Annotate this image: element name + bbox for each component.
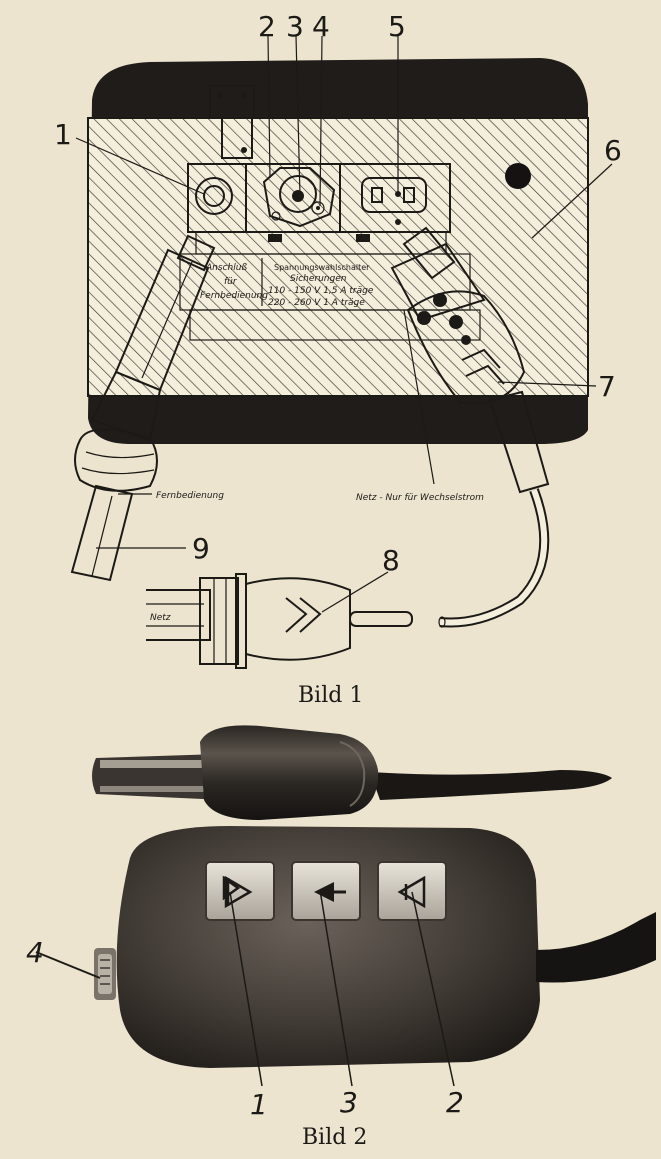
voltage-label-title: Spannungswahlschalter [274, 263, 370, 272]
key-2-button [377, 861, 447, 921]
caption-bild-1: Bild 1 [298, 683, 363, 708]
callout-9: 9 [192, 532, 210, 565]
box-cable [536, 912, 656, 983]
device-body [87, 58, 589, 444]
fernbedienung-label: Fernbedienung [156, 491, 224, 501]
mains-cable-plug [390, 226, 550, 628]
remote-plug-photo [92, 725, 612, 820]
voltage-label-row2: 220 - 260 V 1 A träge [268, 298, 365, 308]
leader-lines-2 [35, 889, 455, 1087]
leader-lines [75, 35, 613, 613]
remote-label-line2: für [224, 277, 238, 287]
callout-2-2: 2 [446, 1086, 464, 1119]
ventilation-hole [505, 163, 531, 189]
remote-label-line1: Anschluß [205, 263, 247, 273]
separate-mains-plug: Netz [146, 573, 413, 669]
voltage-label-subtitle: Sicherungen [290, 274, 347, 284]
figure-1: Anschluß für Fernbedienung Spannungswahl… [54, 10, 622, 708]
voltage-selector [262, 167, 336, 228]
callout-3: 3 [286, 10, 304, 43]
callout-7: 7 [598, 370, 616, 403]
callout-2-3: 3 [340, 1086, 358, 1119]
callout-2: 2 [258, 10, 276, 43]
remote-control-box [94, 826, 656, 1068]
voltage-label-row1: 110 - 150 V 1,5 A träge [268, 286, 374, 296]
callout-1: 1 [54, 118, 72, 151]
remote-cable-plug [70, 234, 216, 582]
caption-bild-2: Bild 2 [302, 1125, 367, 1150]
plug-netz-label: Netz [150, 613, 171, 623]
remote-label-line3: Fernbedienung [200, 291, 268, 301]
mains-socket [361, 177, 427, 225]
callout-5: 5 [388, 10, 406, 43]
callout-4: 4 [312, 10, 330, 43]
key-1-button [205, 861, 275, 921]
netz-label: Netz - Nur für Wechselstrom [356, 493, 484, 503]
key-3-button [291, 861, 361, 921]
remote-socket [195, 177, 233, 215]
callout-2-4: 4 [26, 936, 44, 969]
back-panel: Anschluß für Fernbedienung Spannungswahl… [179, 163, 481, 341]
callout-6: 6 [604, 134, 622, 167]
callout-2-1: 1 [250, 1088, 268, 1121]
callout-8: 8 [382, 544, 400, 577]
figure-2: 4 1 3 2 Bild 2 [26, 725, 656, 1150]
